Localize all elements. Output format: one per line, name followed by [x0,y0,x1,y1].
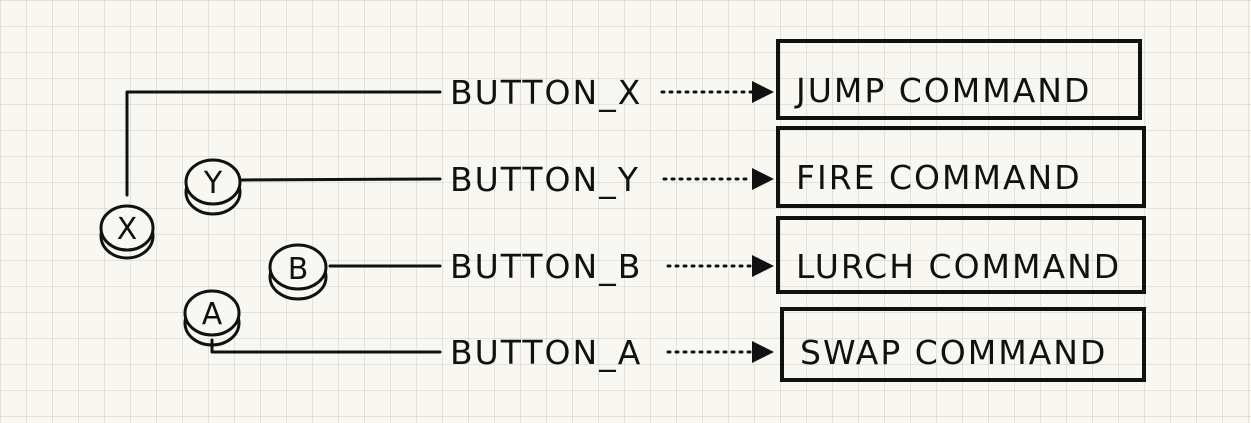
command-jump-text: JUMP COMMAND [794,71,1091,110]
label-button-y: BUTTON_Y [450,160,640,199]
arrow-y [662,168,774,190]
command-box-fire: FIRE COMMAND [776,126,1146,208]
button-a-icon: A [183,289,241,347]
arrow-x [660,81,774,103]
button-a-letter: A [202,297,223,332]
button-y-icon: Y [184,158,242,216]
command-lurch-text: LURCH COMMAND [796,247,1121,286]
label-button-a: BUTTON_A [450,333,642,372]
arrow-a [666,341,774,363]
command-box-jump: JUMP COMMAND [776,39,1142,120]
command-fire-text: FIRE COMMAND [796,158,1082,197]
label-button-x: BUTTON_X [450,73,642,112]
button-x-letter: X [117,212,138,247]
connector-a [210,338,442,354]
connector-x [125,90,442,197]
connector-y [238,177,442,182]
command-box-swap: SWAP COMMAND [780,307,1146,382]
command-swap-text: SWAP COMMAND [800,333,1107,372]
button-x-icon: X [99,204,155,260]
button-b-icon: B [268,243,328,301]
arrow-b [666,255,774,277]
label-button-b: BUTTON_B [450,247,642,286]
button-y-letter: Y [203,166,223,201]
command-box-lurch: LURCH COMMAND [776,216,1146,294]
button-b-letter: B [288,252,309,287]
